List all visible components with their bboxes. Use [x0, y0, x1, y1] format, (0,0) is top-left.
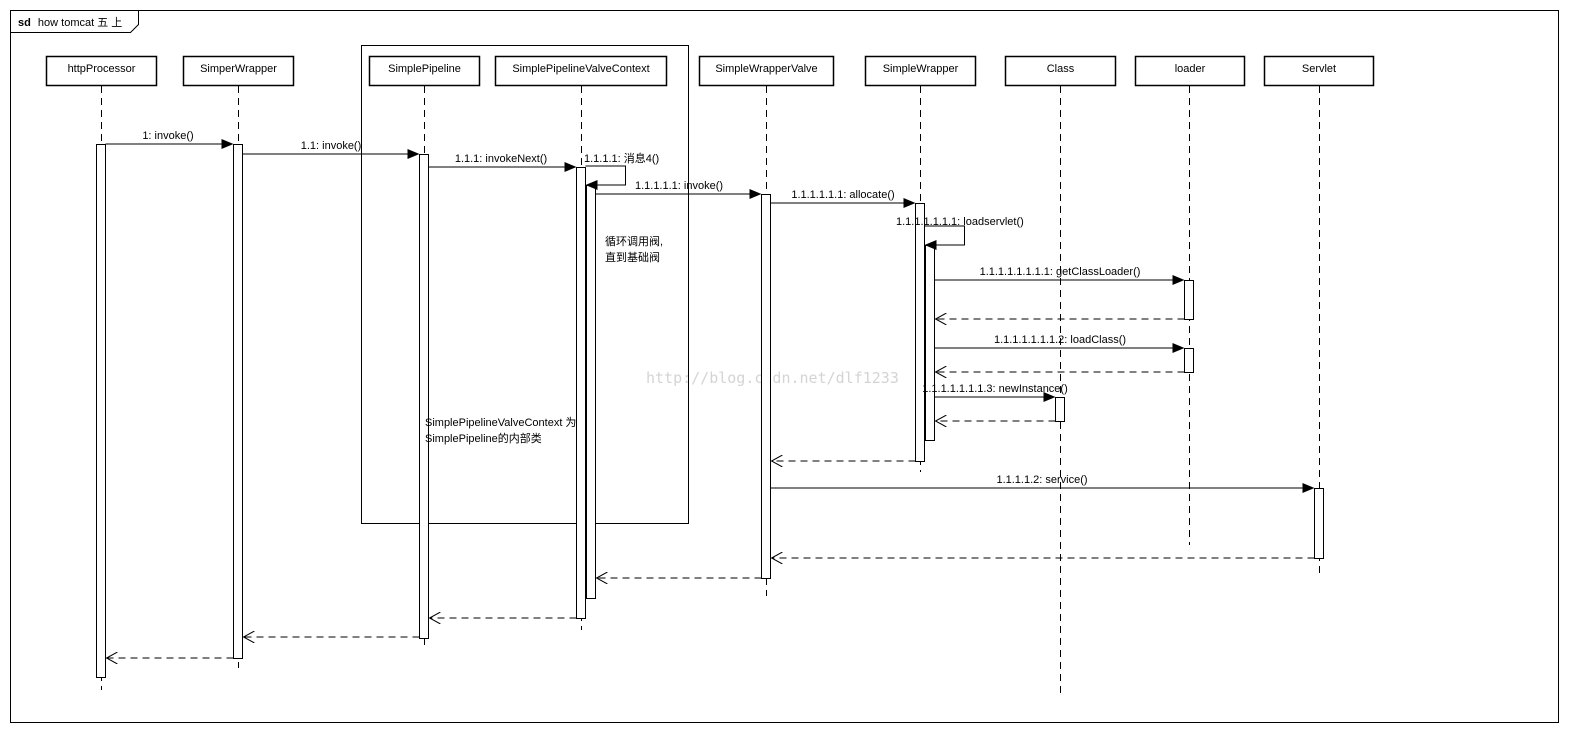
message-label: 1.1.1.1.1.1.1.3: newInstance(): [922, 383, 1068, 395]
participant-SimplePipeline[interactable]: SimplePipeline: [368, 55, 481, 87]
message-1.1[interactable]: 1.1: invoke(): [242, 140, 420, 159]
participant-Class[interactable]: Class: [1004, 55, 1117, 87]
message-1.1.1.1.1.1.1[interactable]: 1.1.1.1.1.1.1: loadservlet(): [896, 216, 1024, 250]
activation-bars: [96, 144, 1324, 678]
inner-class-group-box: [361, 45, 689, 524]
inner-class-note: SimplePipelineValveContext 为 SimplePipel…: [425, 416, 580, 445]
diagram-frame: [10, 10, 1559, 723]
participant-SimpleWrapperValve[interactable]: SimpleWrapperValve: [698, 55, 835, 87]
participant-label: Class: [1047, 63, 1075, 75]
message-arrow: [585, 165, 626, 190]
frame-keyword: sd: [18, 17, 31, 29]
participant-SimpleWrapper[interactable]: SimpleWrapper: [864, 55, 977, 87]
message-label: 1.1.1.1.1.1.1: loadservlet(): [896, 216, 1024, 228]
participant-label: SimperWrapper: [200, 63, 277, 75]
activation-bar-SimplePipeline: [419, 154, 429, 639]
message-label: 1.1: invoke(): [301, 140, 362, 152]
participant-loader[interactable]: loader: [1134, 55, 1246, 87]
activation-bar-Class: [1055, 397, 1065, 422]
message-label: 1: invoke(): [142, 130, 193, 142]
activation-bar-SimplePipelineValveContext: [576, 167, 586, 619]
participant-label: httpProcessor: [68, 63, 136, 75]
messages: 1: invoke() 1.1: invoke() 1.1.1: invokeNex…: [105, 130, 1315, 658]
message-label: 1.1.1.1.1: invoke(): [635, 180, 723, 192]
message-1.1.1.1.1.1[interactable]: 1.1.1.1.1.1: allocate(): [770, 189, 916, 208]
frame-title-tab: [10, 10, 139, 33]
activation-bar-loader-1: [1184, 280, 1194, 320]
message-1.1.1.1[interactable]: 1.1.1.1: 消息4(): [584, 151, 659, 190]
participant-label: loader: [1175, 63, 1206, 75]
activation-bar-SimpleWrapper: [915, 203, 925, 462]
participant-label: SimplePipeline: [388, 63, 461, 75]
participant-SimperWrapper[interactable]: SimperWrapper: [182, 55, 295, 87]
activation-bar-SimplePipelineValveContext-nested: [586, 185, 596, 599]
message-label: 1.1.1.1.2: service(): [996, 474, 1087, 486]
loop-note-line-1: 循环调用阀,: [605, 234, 663, 248]
message-label: 1.1.1.1: 消息4(): [584, 151, 659, 165]
message-label: 1.1.1.1.1.1.1.1: getClassLoader(): [980, 266, 1141, 278]
activation-bar-httpProcessor: [96, 144, 106, 678]
message-1.1.1.1.1.1.1.3[interactable]: 1.1.1.1.1.1.1.3: newInstance(): [922, 383, 1068, 402]
activation-bar-loader-2: [1184, 348, 1194, 373]
message-1.1.1.1.2[interactable]: 1.1.1.1.2: service(): [770, 474, 1315, 493]
activation-bar-Servlet: [1314, 488, 1324, 559]
participant-label: SimplePipelineValveContext: [512, 63, 649, 75]
message-1.1.1[interactable]: 1.1.1: invokeNext(): [428, 153, 577, 172]
message-label: 1.1.1: invokeNext(): [455, 153, 547, 165]
inner-class-note-line-1: SimplePipelineValveContext 为: [425, 416, 576, 429]
message-1.1.1.1.1[interactable]: 1.1.1.1.1: invoke(): [595, 180, 762, 199]
message-1.1.1.1.1.1.1.2[interactable]: 1.1.1.1.1.1.1.2: loadClass(): [934, 334, 1185, 353]
message-1[interactable]: 1: invoke(): [105, 130, 234, 149]
participant-label: SimpleWrapperValve: [715, 63, 817, 75]
watermark-text: http://blog.csdn.net/dlf1233: [646, 369, 899, 387]
inner-class-note-line-2: SimplePipeline的内部类: [425, 431, 542, 445]
participant-SimplePipelineValveContext[interactable]: SimplePipelineValveContext: [494, 55, 668, 87]
activation-bar-SimperWrapper: [233, 144, 243, 659]
message-1.1.1.1.1.1.1.1[interactable]: 1.1.1.1.1.1.1.1: getClassLoader(): [934, 266, 1185, 285]
participant-label: Servlet: [1302, 63, 1336, 75]
loop-note-line-2: 直到基础阀: [605, 250, 660, 264]
activation-bar-SimpleWrapperValve: [761, 194, 771, 579]
participant-label: SimpleWrapper: [883, 63, 959, 75]
message-arrow: [924, 225, 965, 250]
loop-note: 循环调用阀, 直到基础阀: [605, 234, 666, 264]
activation-bar-SimpleWrapper-nested: [925, 245, 935, 441]
message-label: 1.1.1.1.1.1: allocate(): [791, 189, 894, 201]
participant-Servlet[interactable]: Servlet: [1263, 55, 1375, 87]
lifelines: [101, 86, 1320, 693]
frame-title: sd how tomcat 五 上: [18, 16, 122, 29]
participant-httpProcessor[interactable]: httpProcessor: [45, 55, 158, 87]
message-label: 1.1.1.1.1.1.1.2: loadClass(): [994, 334, 1126, 346]
frame-name: how tomcat 五 上: [38, 16, 122, 29]
